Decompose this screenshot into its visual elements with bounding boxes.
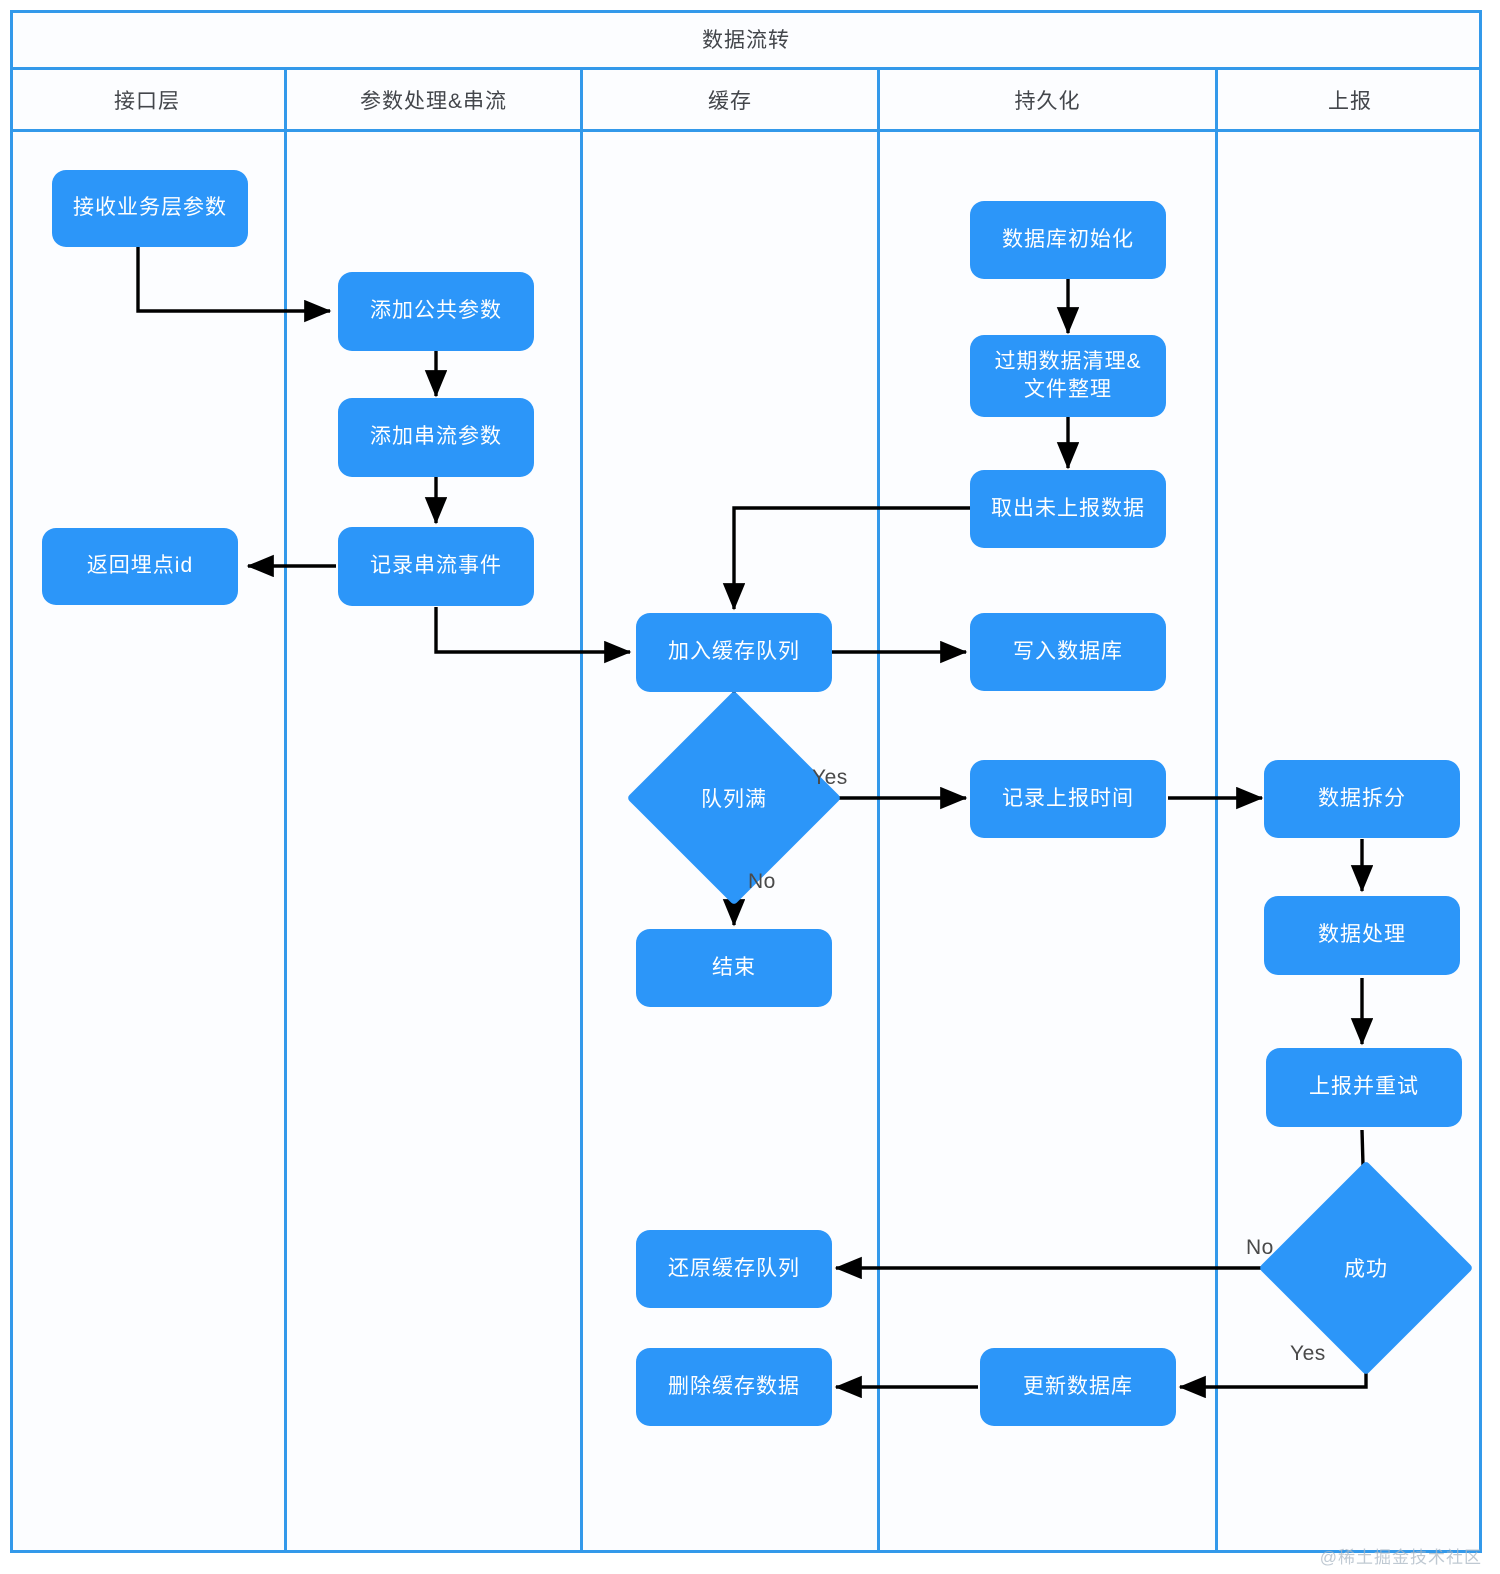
node-add-chain-params[interactable]: 添加串流参数 [338,398,534,477]
node-log-report-time[interactable]: 记录上报时间 [970,760,1166,838]
lane-body-persistence [880,132,1218,1553]
lane-header-interface: 接口层 [10,70,287,132]
node-fetch-unreported-data[interactable]: 取出未上报数据 [970,470,1166,548]
lane-body-params [287,132,583,1553]
watermark: @稀土掘金技术社区 [1319,1548,1482,1567]
node-success-decision[interactable]: 成功 [1258,1160,1474,1376]
node-queue-full-label: 队列满 [701,788,767,811]
node-data-split[interactable]: 数据拆分 [1264,760,1460,838]
edge-label-queue-no: No [748,870,776,893]
edge-label-queue-yes: Yes [812,766,848,789]
node-end[interactable]: 结束 [636,929,832,1007]
node-log-chain-event[interactable]: 记录串流事件 [338,527,534,606]
lane-body-interface [10,132,287,1553]
lane-body-cache [583,132,880,1553]
node-write-database[interactable]: 写入数据库 [970,613,1166,691]
node-report-and-retry[interactable]: 上报并重试 [1266,1048,1462,1127]
node-data-processing[interactable]: 数据处理 [1264,896,1460,975]
edge-label-success-yes: Yes [1290,1342,1326,1365]
lane-header-report: 上报 [1218,70,1482,132]
edge-label-success-no: No [1246,1236,1274,1259]
node-return-tracking-id[interactable]: 返回埋点id [42,528,238,605]
lane-header-cache: 缓存 [583,70,880,132]
node-expired-data-cleanup[interactable]: 过期数据清理& 文件整理 [970,335,1166,417]
node-enqueue-cache-queue[interactable]: 加入缓存队列 [636,613,832,692]
lane-header-params: 参数处理&串流 [287,70,583,132]
node-add-public-params[interactable]: 添加公共参数 [338,272,534,351]
lane-header-persistence: 持久化 [880,70,1218,132]
node-delete-cache-data[interactable]: 删除缓存数据 [636,1348,832,1426]
node-queue-full-decision[interactable]: 队列满 [626,690,842,906]
node-update-database[interactable]: 更新数据库 [980,1348,1176,1426]
node-success-label: 成功 [1344,1258,1388,1281]
node-db-init[interactable]: 数据库初始化 [970,201,1166,279]
node-receive-business-params[interactable]: 接收业务层参数 [52,170,248,247]
node-restore-cache-queue[interactable]: 还原缓存队列 [636,1230,832,1308]
diagram-title: 数据流转 [10,10,1482,70]
